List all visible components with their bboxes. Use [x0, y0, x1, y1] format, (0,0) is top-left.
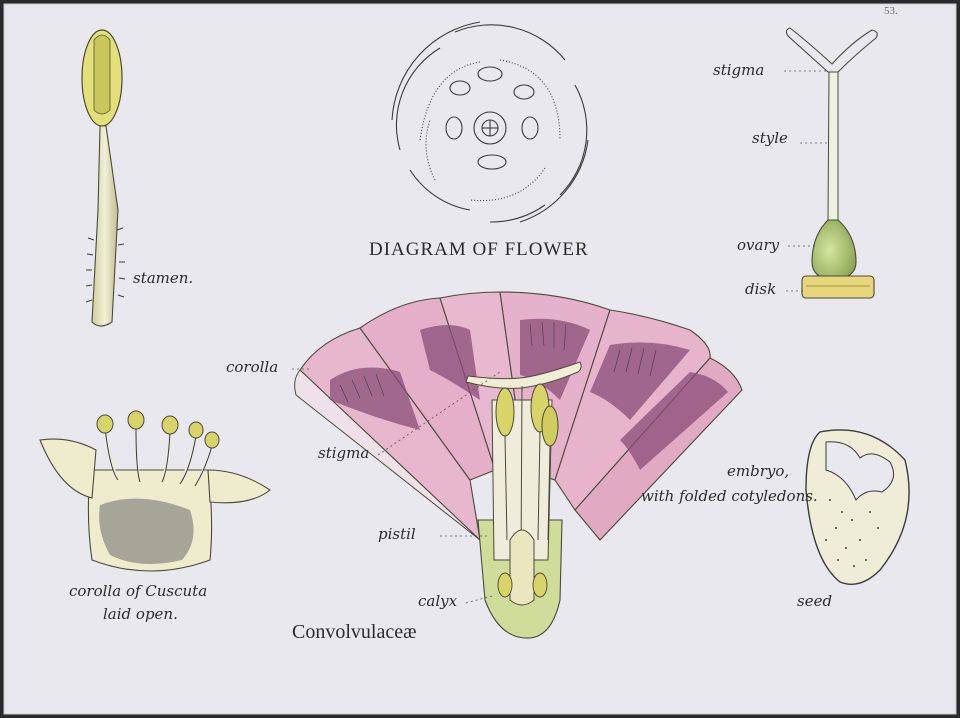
seed-illustration	[805, 429, 910, 585]
convolvulus-flower-section	[292, 291, 839, 639]
label-pistil: pistil	[378, 525, 416, 543]
pistil-illustration	[784, 27, 878, 299]
label-cuscuta-line1: corolla of Cuscuta	[69, 582, 208, 600]
label-calyx: calyx	[418, 592, 458, 610]
label-style: style	[752, 129, 788, 147]
floral-diagram	[391, 21, 589, 223]
label-stamen: stamen.	[133, 269, 194, 287]
label-cuscuta-line2: laid open.	[103, 605, 178, 623]
stamen-illustration	[81, 29, 126, 327]
cuscuta-corolla-illustration	[39, 410, 271, 572]
label-ovary: ovary	[737, 236, 780, 254]
family-title: Convolvulaceæ	[292, 621, 417, 643]
label-cotyledons: with folded cotyledons.	[641, 487, 818, 505]
label-stigma: stigma	[318, 444, 370, 462]
diagram-title: DIAGRAM OF FLOWER	[369, 239, 589, 260]
label-stigma-top: stigma	[713, 61, 765, 79]
label-corolla: corolla	[226, 358, 279, 376]
label-disk: disk	[745, 280, 777, 298]
label-embryo: embryo,	[727, 462, 790, 480]
label-seed: seed	[797, 592, 833, 610]
page-number: 53.	[884, 5, 898, 17]
